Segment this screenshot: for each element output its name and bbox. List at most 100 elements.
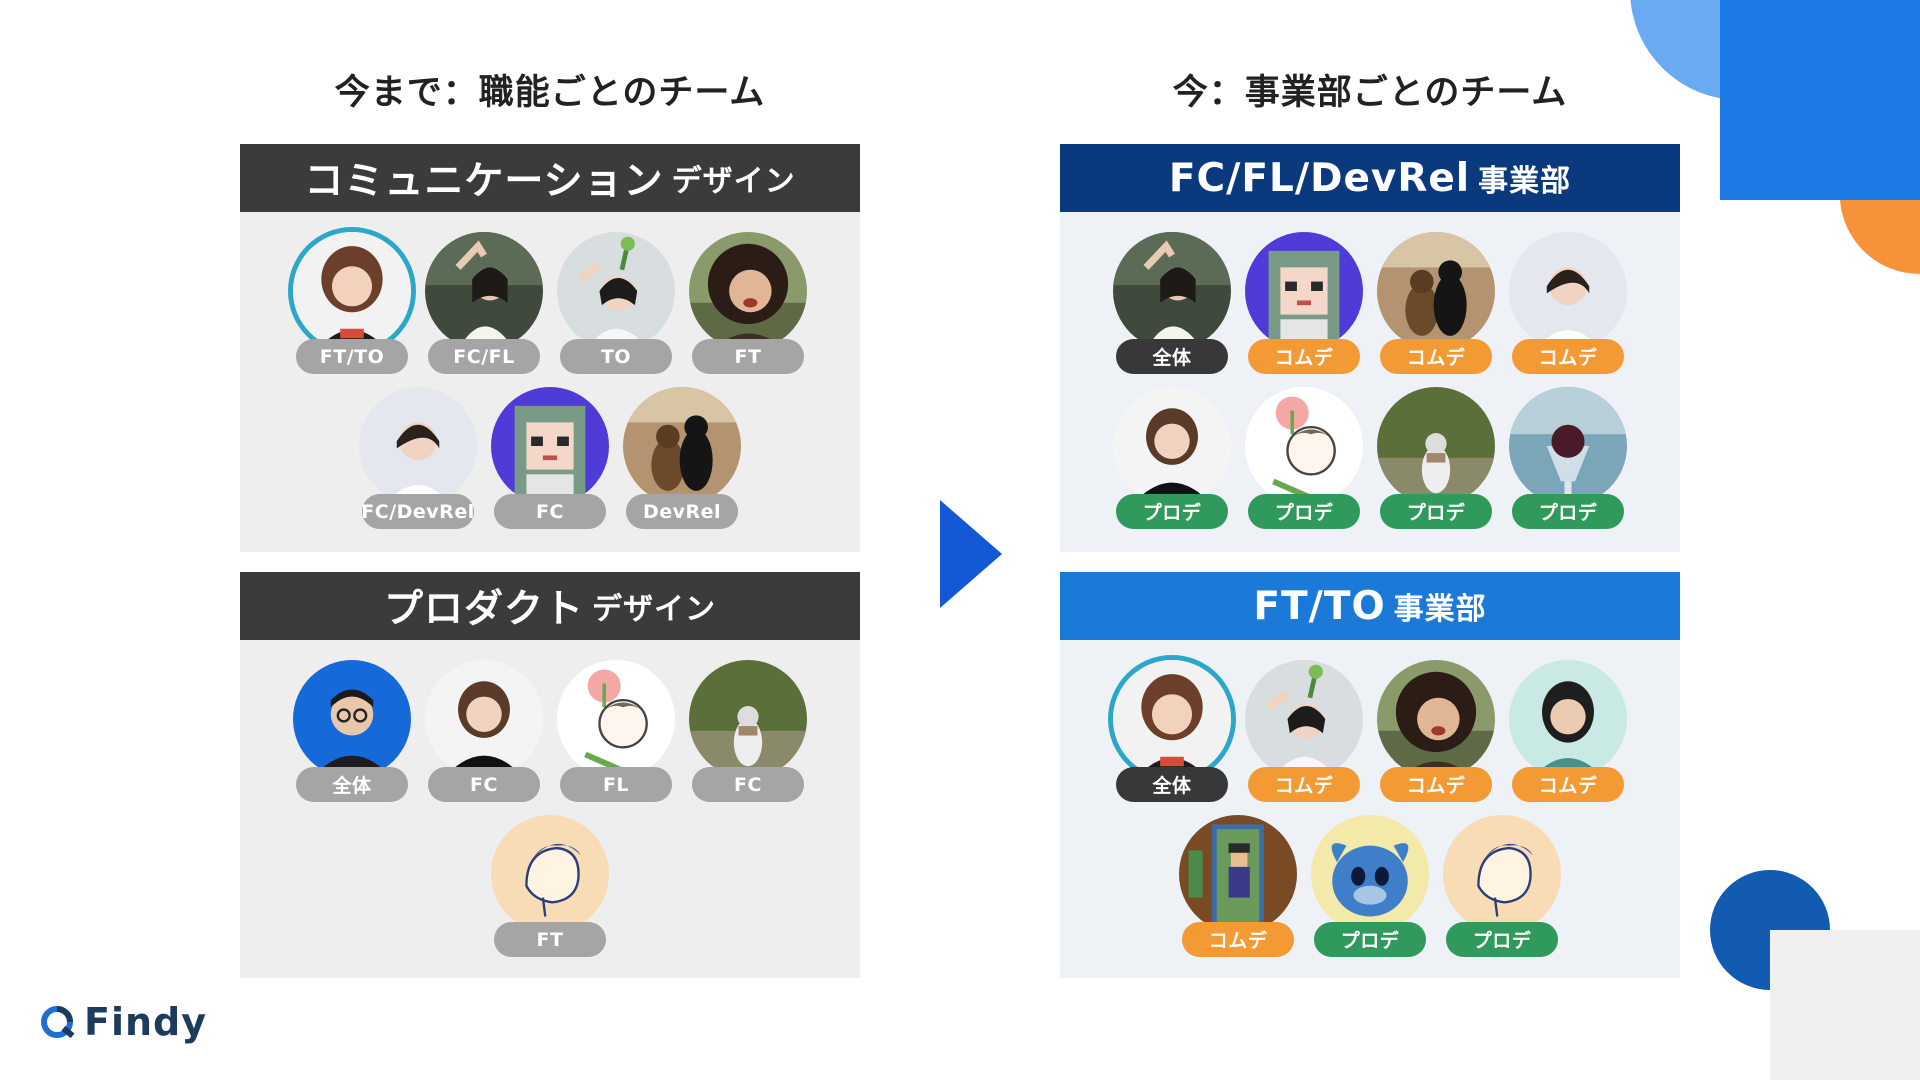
- member-grid: 全体コムデコムデコムデコムデプロデプロデ: [1060, 640, 1680, 976]
- findy-logo-icon: [41, 1006, 75, 1039]
- member-card: プロデ: [1436, 815, 1568, 960]
- member-card: FC/FL: [418, 232, 550, 377]
- member-card: プロデ: [1304, 815, 1436, 960]
- avatar: [1509, 387, 1627, 505]
- findy-logo: Findy: [38, 1000, 207, 1044]
- member-role-tag: FT/TO: [296, 339, 408, 374]
- member-card: コムデ: [1502, 660, 1634, 805]
- member-card: DevRel: [616, 387, 748, 532]
- panel-title-bar: コミュニケーションデザイン: [240, 144, 860, 212]
- avatar: [1245, 660, 1363, 778]
- avatar: [1113, 232, 1231, 350]
- panel-communication-design: コミュニケーションデザイン FT/TO FC/FL TO FT FC/DevRel FC D…: [240, 144, 860, 552]
- member-card: FC: [682, 660, 814, 805]
- member-card: コムデ: [1370, 232, 1502, 377]
- avatar: [1377, 660, 1495, 778]
- avatar: [1113, 660, 1231, 778]
- member-card: FT/TO: [286, 232, 418, 377]
- member-role-tag: コムデ: [1248, 767, 1360, 802]
- panel-title-sub: 事業部: [1393, 592, 1487, 627]
- member-grid: 全体コムデコムデコムデプロデプロデプロデプロデ: [1060, 212, 1680, 548]
- member-role-tag: コムデ: [1380, 339, 1492, 374]
- member-card: コムデ: [1502, 232, 1634, 377]
- member-role-tag: プロデ: [1446, 922, 1558, 957]
- member-card: コムデ: [1172, 815, 1304, 960]
- avatar: [425, 660, 543, 778]
- member-role-tag: プロデ: [1314, 922, 1426, 957]
- member-role-tag: 全体: [1116, 339, 1228, 374]
- member-role-tag: DevRel: [626, 494, 738, 529]
- member-role-tag: FC/DevRel: [361, 494, 474, 529]
- avatar: [425, 232, 543, 350]
- avatar: [557, 660, 675, 778]
- member-role-tag: コムデ: [1248, 339, 1360, 374]
- avatar: [293, 660, 411, 778]
- panel-title: FT/TO: [1253, 583, 1386, 629]
- member-card: FC: [484, 387, 616, 532]
- member-card: プロデ: [1238, 387, 1370, 532]
- member-role-tag: コムデ: [1512, 339, 1624, 374]
- member-role-tag: FC/FL: [428, 339, 540, 374]
- member-card: プロデ: [1370, 387, 1502, 532]
- avatar: [1509, 660, 1627, 778]
- member-card: FT: [682, 232, 814, 377]
- member-card: コムデ: [1238, 660, 1370, 805]
- avatar: [491, 815, 609, 933]
- member-role-tag: コムデ: [1512, 767, 1624, 802]
- member-card: 全体: [1106, 660, 1238, 805]
- member-card: TO: [550, 232, 682, 377]
- member-card: コムデ: [1370, 660, 1502, 805]
- corner-decoration-bottom: [1710, 870, 1920, 1080]
- avatar: [1245, 232, 1363, 350]
- avatar: [1377, 387, 1495, 505]
- member-role-tag: プロデ: [1512, 494, 1624, 529]
- panel-title: FC/FL/DevRel: [1168, 155, 1471, 201]
- member-role-tag: FT: [494, 922, 606, 957]
- member-role-tag: FC: [494, 494, 606, 529]
- avatar: [1311, 815, 1429, 933]
- avatar: [1245, 387, 1363, 505]
- avatar: [1443, 815, 1561, 933]
- left-heading: 今まで：職能ごとのチーム: [334, 73, 766, 113]
- member-card: 全体: [1106, 232, 1238, 377]
- member-card: FL: [550, 660, 682, 805]
- panel-title-bar: プロダクトデザイン: [240, 572, 860, 640]
- member-role-tag: FC: [692, 767, 804, 802]
- member-card: 全体: [286, 660, 418, 805]
- avatar: [1377, 232, 1495, 350]
- member-role-tag: FT: [692, 339, 804, 374]
- panel-title: プロダクト: [383, 587, 584, 632]
- member-role-tag: FL: [560, 767, 672, 802]
- member-role-tag: コムデ: [1380, 767, 1492, 802]
- findy-logo-text: Findy: [84, 1000, 208, 1044]
- panel-title-sub: デザイン: [592, 592, 716, 627]
- right-heading: 今：事業部ごとのチーム: [1172, 73, 1568, 113]
- member-card: FC/DevRel: [352, 387, 484, 532]
- member-grid: FT/TO FC/FL TO FT FC/DevRel FC DevRel: [240, 212, 860, 548]
- panel-title: コミュニケーション: [304, 159, 664, 204]
- member-card: FT: [484, 815, 616, 960]
- panel-title-sub: 事業部: [1478, 164, 1572, 199]
- panel-product-design: プロダクトデザイン 全体 FC FL FC FT: [240, 572, 860, 978]
- member-card: プロデ: [1502, 387, 1634, 532]
- avatar: [623, 387, 741, 505]
- member-role-tag: プロデ: [1116, 494, 1228, 529]
- avatar: [689, 232, 807, 350]
- member-card: コムデ: [1238, 232, 1370, 377]
- member-role-tag: FC: [428, 767, 540, 802]
- member-role-tag: 全体: [296, 767, 408, 802]
- avatar: [1179, 815, 1297, 933]
- avatar: [1113, 387, 1231, 505]
- corner-decoration-top: [1630, 0, 1920, 275]
- avatar: [491, 387, 609, 505]
- avatar: [293, 232, 411, 350]
- member-card: プロデ: [1106, 387, 1238, 532]
- panel-title-sub: デザイン: [671, 164, 796, 199]
- avatar: [689, 660, 807, 778]
- avatar: [1509, 232, 1627, 350]
- member-role-tag: プロデ: [1248, 494, 1360, 529]
